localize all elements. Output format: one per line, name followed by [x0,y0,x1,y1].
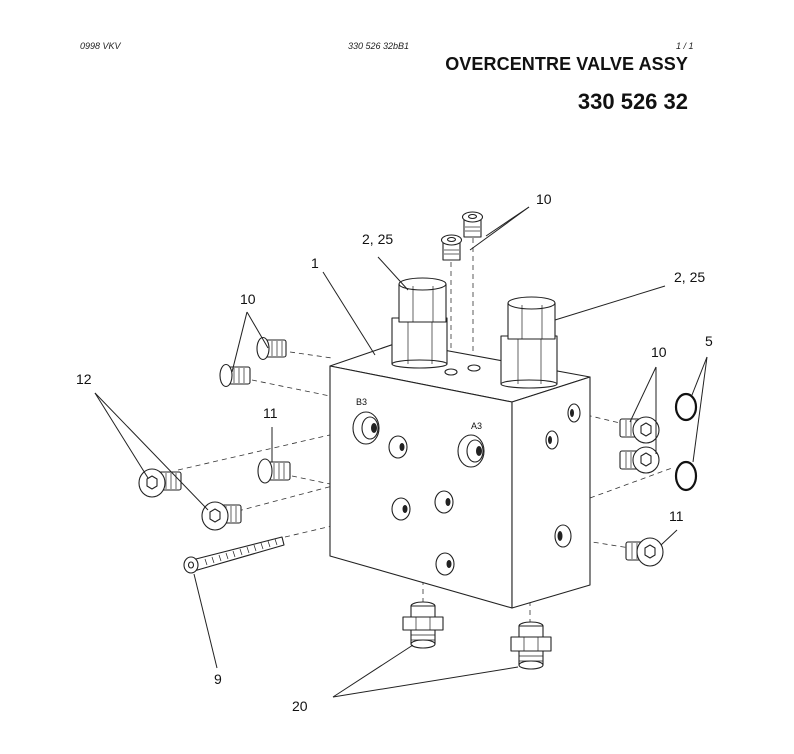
plug-right-upper [619,416,660,444]
page-title: OVERCENTRE VALVE ASSY [445,54,688,74]
callout-11-left: 11 [263,405,278,421]
side-port [545,403,581,548]
header-page-indicator: 1 / 1 [676,41,694,51]
callout-2-25-right: 2, 25 [674,269,705,285]
callout-1: 1 [311,255,319,271]
callout-2-25-top: 2, 25 [362,231,393,247]
callout-10-right: 10 [651,344,667,360]
port-a3 [457,434,485,468]
socket-screw-lower [201,501,242,531]
callout-labels: 10 2, 25 1 2, 25 10 5 10 12 11 11 9 20 [76,191,713,714]
callout-9: 9 [214,671,222,687]
callout-11-right: 11 [669,508,684,524]
plug-left-11 [257,458,291,484]
port-b3 [352,411,380,445]
long-screw [183,536,285,574]
adapter-right [510,621,552,670]
leader-lines [94,206,708,698]
callout-5: 5 [705,333,713,349]
part-number: 330 526 32 [577,89,688,114]
port-label-b3: B3 [356,397,367,407]
plug-right-11 [625,537,664,567]
cartridge-valve-left [391,277,448,369]
plug-left-lower [219,363,251,388]
plug-top-right [461,211,484,238]
plug-left-upper [256,336,287,361]
plug-right-lower [619,446,660,474]
header-drawing-number: 330 526 32bB1 [348,41,410,51]
o-ring-upper [674,392,698,422]
cartridge-valve-right [500,296,558,389]
callout-12: 12 [76,371,92,387]
o-ring-lower [674,460,698,492]
header-date-code: 0998 VKV [80,41,121,51]
plug-top-left [440,234,463,261]
callout-20: 20 [292,698,308,714]
callout-10-top: 10 [536,191,552,207]
port-label-a3: A3 [471,421,482,431]
front-port-small [388,435,455,576]
callout-10-left: 10 [240,291,256,307]
adapter-left [402,601,444,649]
